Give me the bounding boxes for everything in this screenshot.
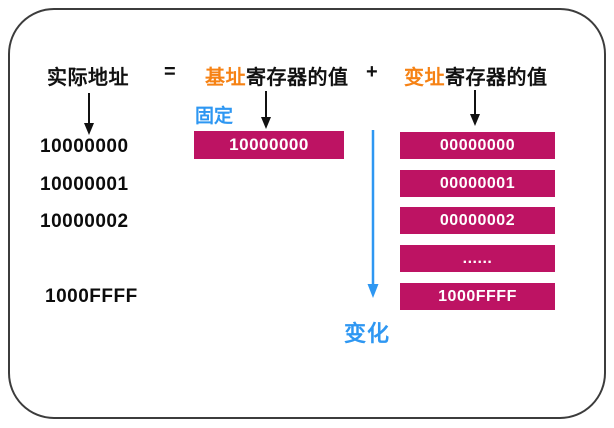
index-rest: 寄存器的值 (445, 67, 548, 89)
index-value-box: 00000001 (400, 170, 555, 197)
base-register-label: 基址寄存器的值 (205, 61, 349, 90)
down-arrow-icon (84, 93, 94, 135)
index-highlight: 变址 (404, 67, 445, 89)
index-value-box: ...... (400, 245, 555, 272)
base-rest: 寄存器的值 (246, 67, 349, 89)
index-value-box: 1000FFFF (400, 283, 555, 310)
index-value-box: 00000000 (400, 132, 555, 159)
plus-sign: + (366, 61, 379, 83)
down-arrow-icon (261, 91, 271, 129)
base-value-box: 10000000 (194, 131, 344, 159)
changing-label: 变化 (344, 321, 391, 346)
down-arrow-icon (470, 90, 480, 126)
actual-address-label: 实际地址 (47, 67, 129, 89)
base-highlight: 基址 (205, 67, 246, 89)
fixed-label: 固定 (195, 106, 234, 127)
index-register-label: 变址寄存器的值 (404, 61, 548, 90)
index-value-box: 00000002 (400, 207, 555, 234)
change-down-arrow-icon (367, 130, 379, 298)
actual-address-item: 1000FFFF (45, 286, 138, 307)
actual-address-item: 10000002 (40, 211, 129, 232)
actual-address-item: 10000000 (40, 136, 129, 157)
actual-address-item: 10000001 (40, 174, 129, 195)
equals-sign: = (164, 61, 177, 83)
